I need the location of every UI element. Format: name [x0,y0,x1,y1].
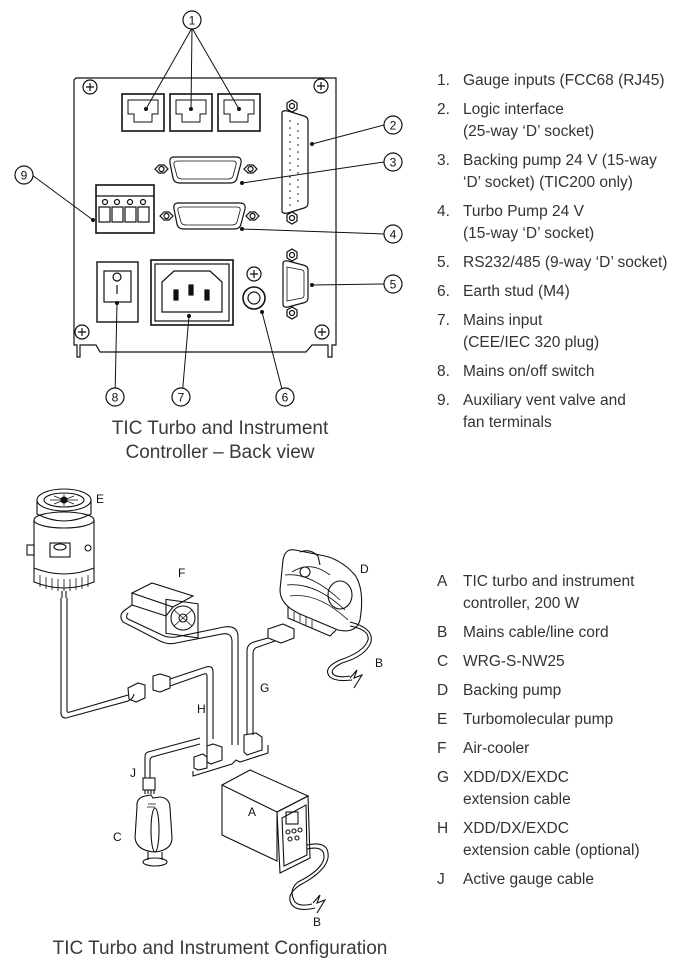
legend-item-2: 2.Logic interface(25-way ‘D’ socket) [437,101,595,140]
legend-item-7: 7.Mains input(CEE/IEC 320 plug) [437,312,600,351]
panel-screws [74,78,330,340]
svg-text:4: 4 [390,228,397,242]
callout-6: 6 [275,387,295,407]
callout-3: 3 [383,152,403,172]
label-b-top: B [375,656,383,670]
turbo-pump-cable [60,598,214,739]
label-d: D [360,562,369,576]
mains-switch [96,261,139,323]
back-view-legend: 1.Gauge inputs (FCC68 (RJ45) 2.Logic int… [437,70,696,441]
callout-8: 8 [105,387,125,407]
svg-text:5: 5 [390,278,397,292]
connection-brace [192,745,269,777]
callout-leaders [31,27,385,398]
turbomolecular-pump [26,488,95,598]
svg-text:8: 8 [112,391,119,405]
label-h: H [197,702,206,716]
backing-pump [279,549,372,689]
label-e: E [96,492,104,506]
svg-text:7: 7 [178,391,185,405]
svg-text:2: 2 [390,119,397,133]
backing-pump-connector [154,156,258,184]
air-cooler [120,582,239,745]
label-g: G [260,681,269,695]
plug-lightning-icon [312,894,327,914]
turbo-pump-connector [159,202,260,230]
logic-interface-connector [281,99,309,225]
wrg-gauge [134,794,173,867]
configuration-caption: TIC Turbo and Instrument Configuration [52,938,388,959]
label-a: A [248,805,256,819]
legend-item-4: 4.Turbo Pump 24 V(15-way ‘D’ socket) [437,203,595,242]
legend-item-1: 1.Gauge inputs (FCC68 (RJ45) [437,72,665,89]
label-j: J [130,766,136,780]
legend-item-5: 5.RS232/485 (9-way ‘D’ socket) [437,254,668,271]
legend-item-8: 8.Mains on/off switch [437,363,595,380]
rs232-connector [282,248,309,320]
active-gauge-cable [142,737,201,794]
plug-lightning-icon-2 [349,669,364,689]
label-b-bottom: B [313,915,321,929]
callout-4: 4 [383,224,403,244]
callout-9: 9 [14,165,34,185]
label-f: F [178,566,185,580]
g-extension-cable [243,623,295,756]
legend-item-3: 3.Backing pump 24 V (15-way‘D’ socket) (… [437,152,657,191]
callout-7: 7 [171,387,191,407]
earth-stud [242,266,266,310]
svg-text:3: 3 [390,156,397,170]
callout-1: 1 [182,10,202,30]
svg-text:1: 1 [189,14,196,28]
auxiliary-terminal-block [95,184,155,234]
controller-back-panel [73,77,337,358]
legend-item-6: 6.Earth stud (M4) [437,283,570,300]
callout-5: 5 [383,274,403,294]
tic-controller [220,769,329,914]
callout-2: 2 [383,115,403,135]
h-extension-cable [193,739,223,771]
label-c: C [113,830,122,844]
svg-text:9: 9 [21,169,28,183]
svg-text:6: 6 [282,391,289,405]
mains-inlet [150,259,234,326]
